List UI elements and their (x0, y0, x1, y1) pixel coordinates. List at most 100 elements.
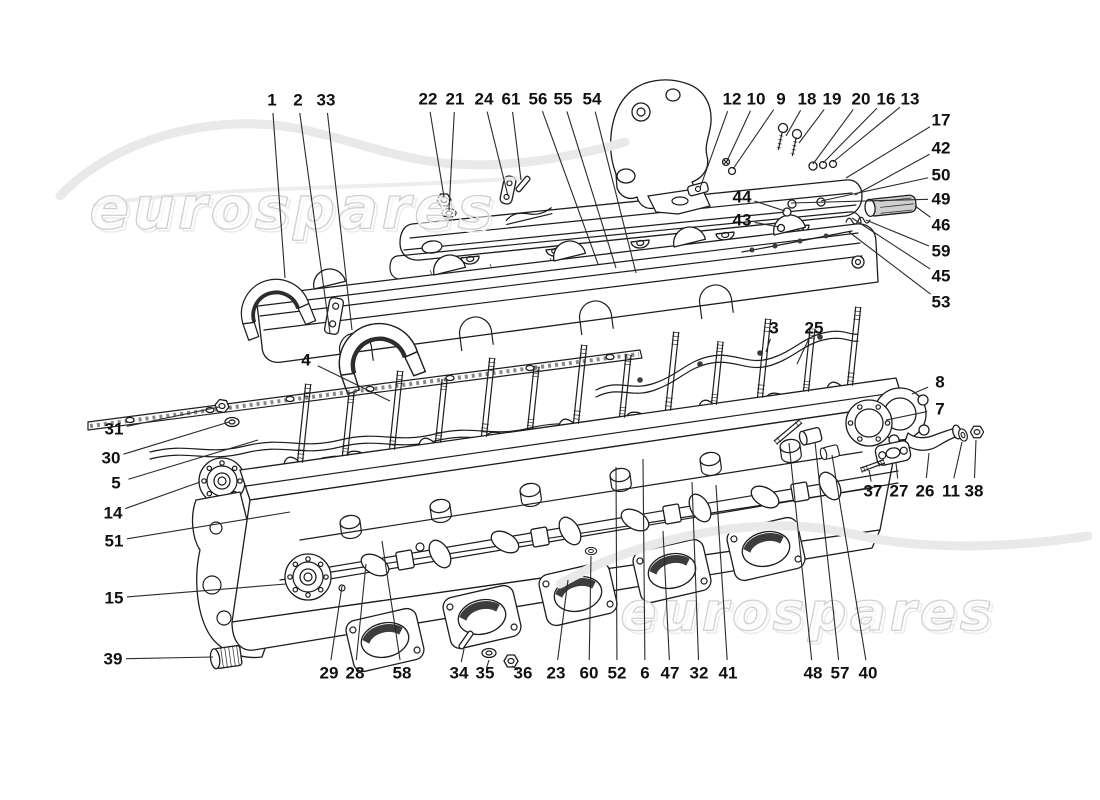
part-number-21: 21 (446, 90, 465, 109)
callout-line-2 (299, 112, 331, 334)
callout-line-61 (512, 111, 522, 181)
pipe-flange (874, 440, 912, 466)
camshaft-lower (284, 467, 899, 601)
callout-line-30 (123, 421, 230, 455)
part-number-13: 13 (901, 90, 920, 109)
callout-line-17 (845, 126, 931, 179)
part-number-1: 1 (267, 91, 276, 110)
callout-line-47 (662, 530, 670, 661)
part-number-27: 27 (890, 482, 909, 501)
callout-line-3 (765, 338, 771, 353)
watermark-text-top-shadow: eurospares (93, 177, 500, 245)
callout-line-52 (615, 466, 618, 661)
callout-line-58 (381, 540, 401, 661)
part-number-55: 55 (554, 90, 573, 109)
callout-line-20 (812, 109, 854, 165)
part-number-43: 43 (733, 211, 752, 230)
callout-line-23 (557, 579, 569, 661)
callout-line-32 (691, 481, 700, 661)
part-number-57: 57 (831, 664, 850, 683)
part-number-11: 11 (942, 482, 960, 501)
cam-flange-lower (284, 553, 332, 601)
outlet-stud (860, 458, 886, 473)
callout-line-7 (885, 411, 928, 421)
part-number-41: 41 (719, 664, 738, 683)
part-number-36: 36 (514, 664, 533, 683)
part-number-6: 6 (640, 664, 649, 683)
part-number-23: 23 (547, 664, 566, 683)
callout-line-15 (126, 583, 287, 598)
callout-line-46 (914, 205, 931, 218)
part-number-45: 45 (932, 267, 951, 286)
core-plug (209, 645, 243, 670)
part-number-25: 25 (805, 319, 824, 338)
part-number-44: 44 (733, 188, 752, 207)
part-number-29: 29 (320, 664, 339, 683)
car-swoosh-bottom (555, 521, 1093, 589)
callout-line-36 (511, 665, 519, 671)
part-number-38: 38 (965, 482, 984, 501)
callout-line-11 (953, 441, 963, 479)
part-number-16: 16 (877, 90, 896, 109)
callout-line-49 (790, 198, 929, 204)
callout-line-6 (642, 458, 646, 661)
callout-line-1 (272, 112, 286, 279)
callout-line-48 (788, 442, 813, 661)
callout-line-55 (566, 111, 617, 269)
part-number-28: 28 (346, 664, 365, 683)
part-number-3: 3 (769, 319, 778, 338)
callout-line-56 (541, 111, 599, 265)
callout-line-14 (125, 481, 201, 510)
part-number-60: 60 (580, 664, 599, 683)
callout-line-45 (851, 217, 931, 270)
part-number-5: 5 (111, 474, 120, 493)
callout-line-12 (699, 111, 729, 189)
callout-line-25 (796, 339, 809, 365)
callout-line-53 (848, 231, 931, 295)
part-number-49: 49 (932, 190, 951, 209)
part-number-52: 52 (608, 664, 627, 683)
part-number-31: 31 (105, 420, 124, 439)
part-number-32: 32 (690, 664, 709, 683)
callout-line-60 (588, 555, 592, 661)
cover-script (505, 207, 553, 226)
part-number-59: 59 (932, 242, 951, 261)
callout-line-39 (125, 656, 214, 660)
part-number-7: 7 (935, 400, 944, 419)
watermark-bottom: eurospares eurospares (555, 521, 1093, 647)
callout-line-18 (785, 110, 802, 137)
callout-line-57 (814, 441, 840, 661)
callout-line-28 (355, 563, 367, 661)
part-number-17: 17 (932, 111, 951, 130)
part-number-12: 12 (723, 90, 742, 109)
callout-line-24 (486, 111, 509, 197)
part-number-18: 18 (798, 90, 817, 109)
part-number-10: 10 (747, 90, 766, 109)
part-number-8: 8 (935, 373, 944, 392)
part-number-2: 2 (293, 91, 302, 110)
part-number-46: 46 (932, 216, 951, 235)
callout-line-38 (973, 439, 977, 479)
car-swoosh-top (55, 119, 630, 201)
callout-line-16 (822, 107, 878, 164)
water-outlet-group (845, 387, 985, 473)
callout-line-43 (754, 221, 780, 228)
part-number-22: 22 (419, 90, 438, 109)
part-number-4: 4 (301, 351, 311, 370)
oil-tube (864, 194, 917, 218)
part-number-14: 14 (104, 504, 123, 523)
gasket-strip-long (87, 349, 643, 431)
callout-line-33 (326, 112, 353, 331)
part-number-37: 37 (864, 482, 883, 501)
part-number-54: 54 (583, 90, 602, 109)
part-number-39: 39 (104, 650, 123, 669)
callout-line-8 (911, 386, 929, 395)
outlet-gasket (845, 399, 893, 447)
watermark-text-top: eurospares (90, 174, 497, 242)
part-number-33: 33 (317, 91, 336, 110)
part-number-34: 34 (450, 664, 469, 683)
part-number-61: 61 (502, 90, 521, 109)
callout-line-4 (317, 365, 391, 402)
